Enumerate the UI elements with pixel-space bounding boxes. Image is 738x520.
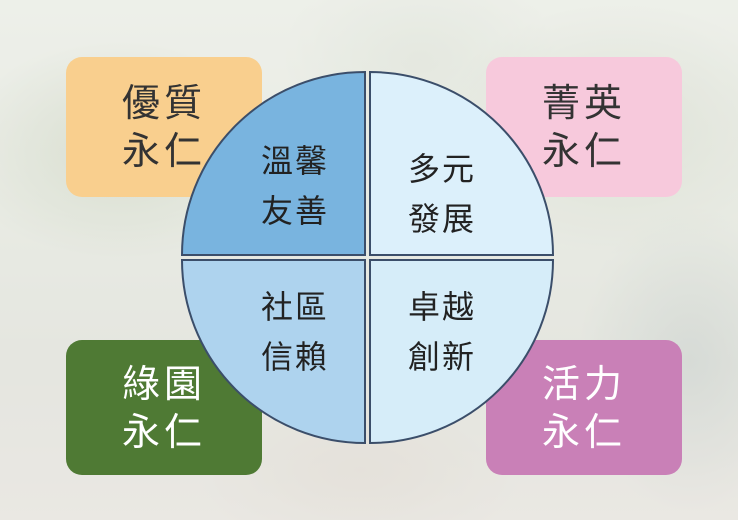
wheel-top-left-line1: 溫馨 <box>261 142 329 180</box>
corner-tile-top-left-line1: 優質 <box>121 81 206 125</box>
corner-tile-bottom-left-line2: 永仁 <box>121 409 206 454</box>
wheel-bottom-right-line2: 創新 <box>408 338 476 376</box>
wheel-bottom-left-line1: 社區 <box>261 288 329 326</box>
corner-tile-bottom-left-line1: 綠園 <box>121 361 206 406</box>
wheel-quadrant-top-left <box>180 70 366 256</box>
corner-tile-top-right-line1: 菁英 <box>541 81 626 125</box>
wheel-top-right-line2: 發展 <box>408 200 476 238</box>
corner-tile-top-right-line2: 永仁 <box>541 129 626 173</box>
wheel-quadrant-top-right <box>369 70 555 256</box>
corner-tile-top-left-line2: 永仁 <box>121 129 206 173</box>
wheel-top-right-line1: 多元 <box>408 150 476 188</box>
corner-tile-bottom-right-line2: 永仁 <box>541 409 626 454</box>
corner-tile-top-right: 菁英 永仁 <box>486 57 682 197</box>
wheel-bottom-right-line1: 卓越 <box>408 288 476 326</box>
wheel-bottom-left-line2: 信賴 <box>261 338 329 376</box>
corner-tile-bottom-right-line1: 活力 <box>541 361 626 406</box>
wheel-quadrant-bottom-left <box>180 259 366 445</box>
wheel-top-left-line2: 友善 <box>261 192 329 230</box>
wheel-quadrant-bottom-right <box>369 259 555 445</box>
